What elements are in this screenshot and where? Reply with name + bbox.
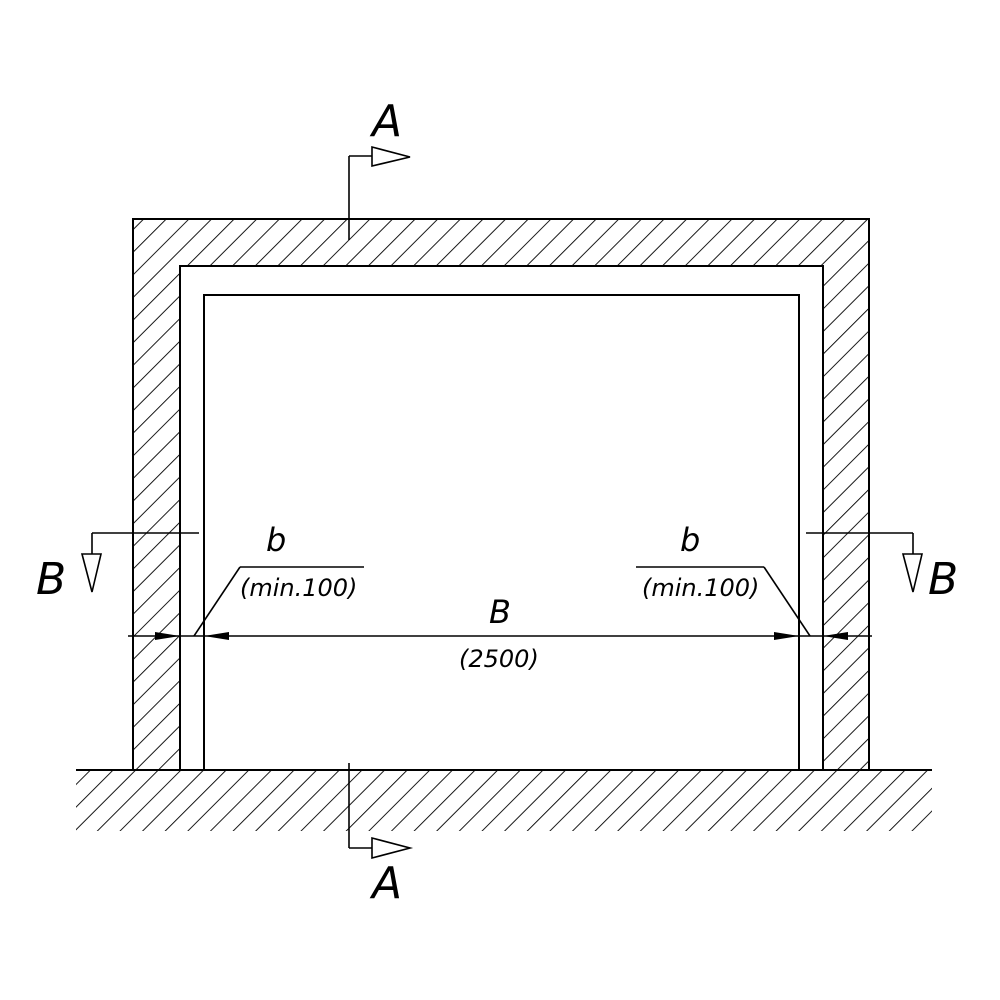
width-dimension-symbol: B [489,593,511,631]
section-label-b-right: B [928,554,958,605]
section-marker-a-bottom [348,763,414,860]
section-marker-b-right [806,532,924,593]
right-gap-symbol: b [680,521,700,559]
left-gap-symbol: b [266,521,286,559]
right-gap-value: (min.100) [642,574,759,602]
door-frame [203,294,800,770]
section-label-a-bottom: A [369,858,402,909]
right-gap-leader [636,566,811,637]
ground-hatch [76,771,932,831]
left-gap-leader [193,566,364,637]
section-marker-a-top [348,145,411,240]
wall-hatch [132,218,870,771]
width-dimension-line [128,632,872,640]
section-label-b-left: B [36,554,66,605]
width-dimension-value: (2500) [459,645,539,673]
section-marker-b-left [80,532,199,593]
section-label-a-top: A [369,96,402,147]
left-gap-value: (min.100) [240,574,357,602]
